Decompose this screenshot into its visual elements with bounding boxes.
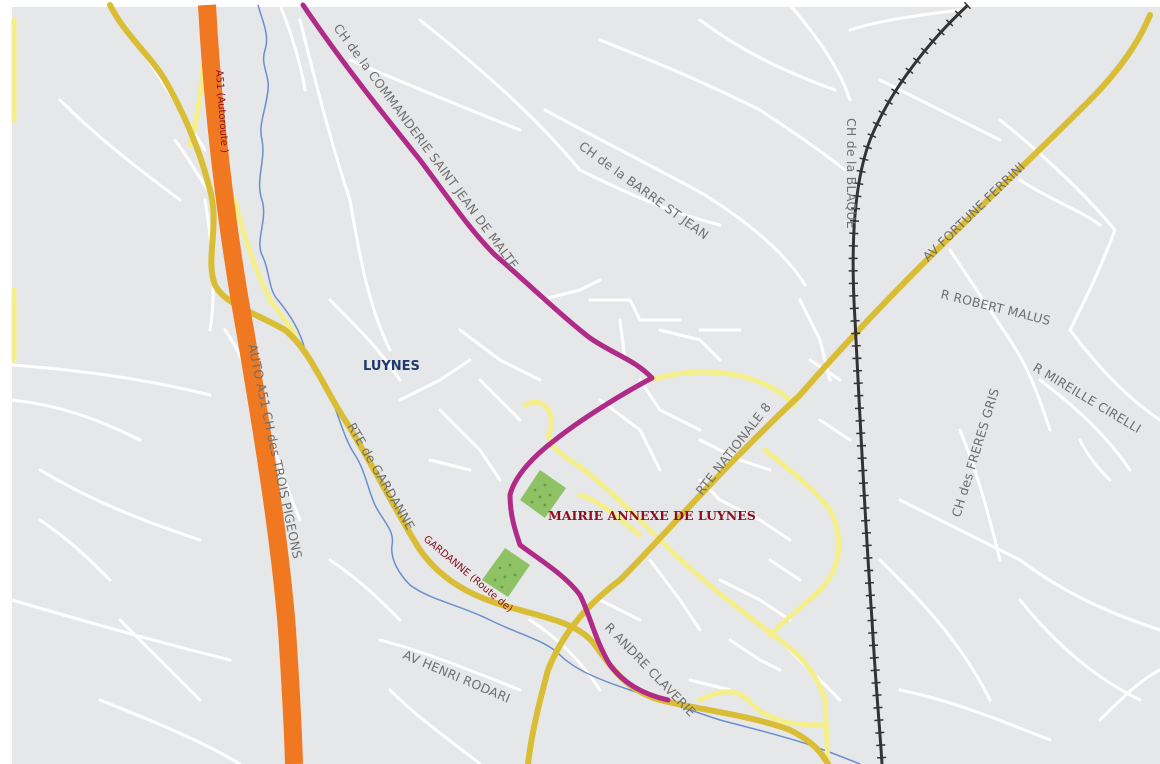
place-label-luynes[interactable]: LUYNES bbox=[363, 359, 420, 374]
park-area bbox=[482, 548, 530, 597]
railway bbox=[848, 1, 972, 764]
park-area bbox=[520, 470, 566, 518]
highway-a51 bbox=[198, 4, 303, 764]
secondary-roads bbox=[11, 17, 842, 764]
label-blaque: CH de la BLAQUE bbox=[844, 118, 859, 229]
park-areas bbox=[482, 470, 566, 597]
featured-route[interactable] bbox=[300, 2, 671, 703]
poi-label-mairie[interactable]: MAIRIE ANNEXE DE LUYNES bbox=[548, 508, 756, 523]
minor-streets bbox=[10, 3, 1160, 764]
